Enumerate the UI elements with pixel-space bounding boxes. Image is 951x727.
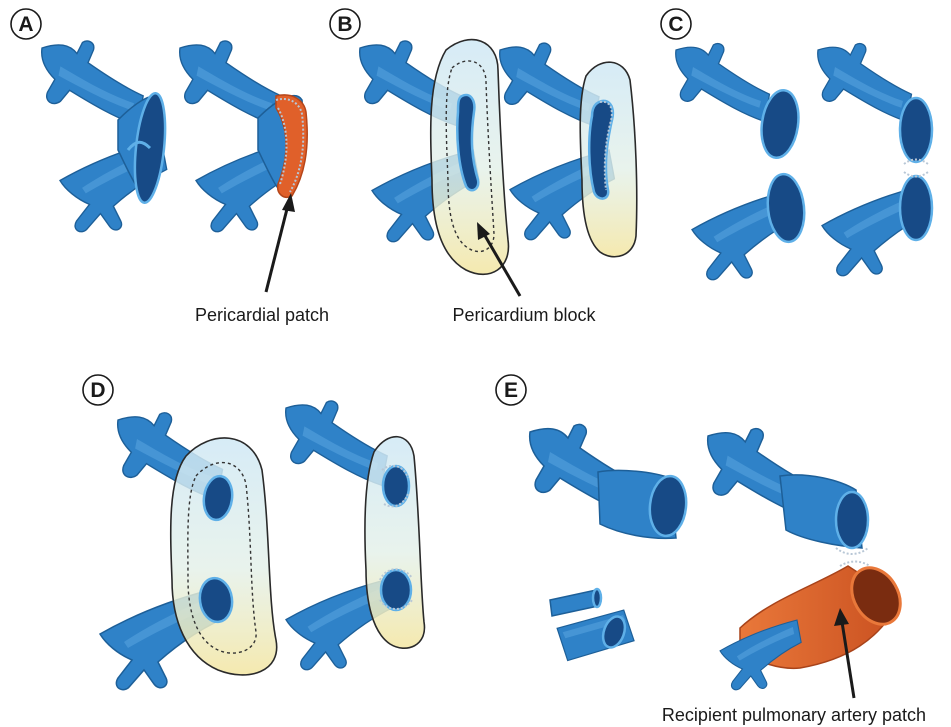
panel-e-harvested-pa-segments	[550, 589, 635, 661]
panel-d: D	[83, 375, 424, 690]
panel-a-stenotic-vein	[42, 41, 170, 232]
panel-a-letter: A	[18, 13, 33, 36]
panel-c-divided-vein	[676, 44, 808, 280]
pericardial-patch-label: Pericardial patch	[195, 305, 329, 325]
pericardial-patch-arrow	[266, 205, 288, 292]
panel-e-repaired-vein	[708, 429, 910, 690]
pericardium-block-label: Pericardium block	[452, 305, 596, 325]
panel-c-letter: C	[668, 13, 683, 36]
recipient-pa-patch-label: Recipient pulmonary artery patch	[662, 705, 926, 725]
panel-c: C	[661, 9, 932, 280]
panel-c-anastomosed-vein	[818, 44, 932, 276]
panel-b: B Pericardium block	[330, 9, 637, 325]
panel-e: E Recipient pulmonary artery patc	[496, 375, 926, 725]
panel-e-letter: E	[504, 379, 518, 402]
panel-a: A Pericardial patch	[11, 9, 329, 325]
panel-b-letter: B	[337, 13, 352, 36]
pericardium-patch-d-left	[171, 438, 277, 675]
panel-d-letter: D	[90, 379, 105, 402]
panel-e-vein-stump	[530, 424, 689, 538]
